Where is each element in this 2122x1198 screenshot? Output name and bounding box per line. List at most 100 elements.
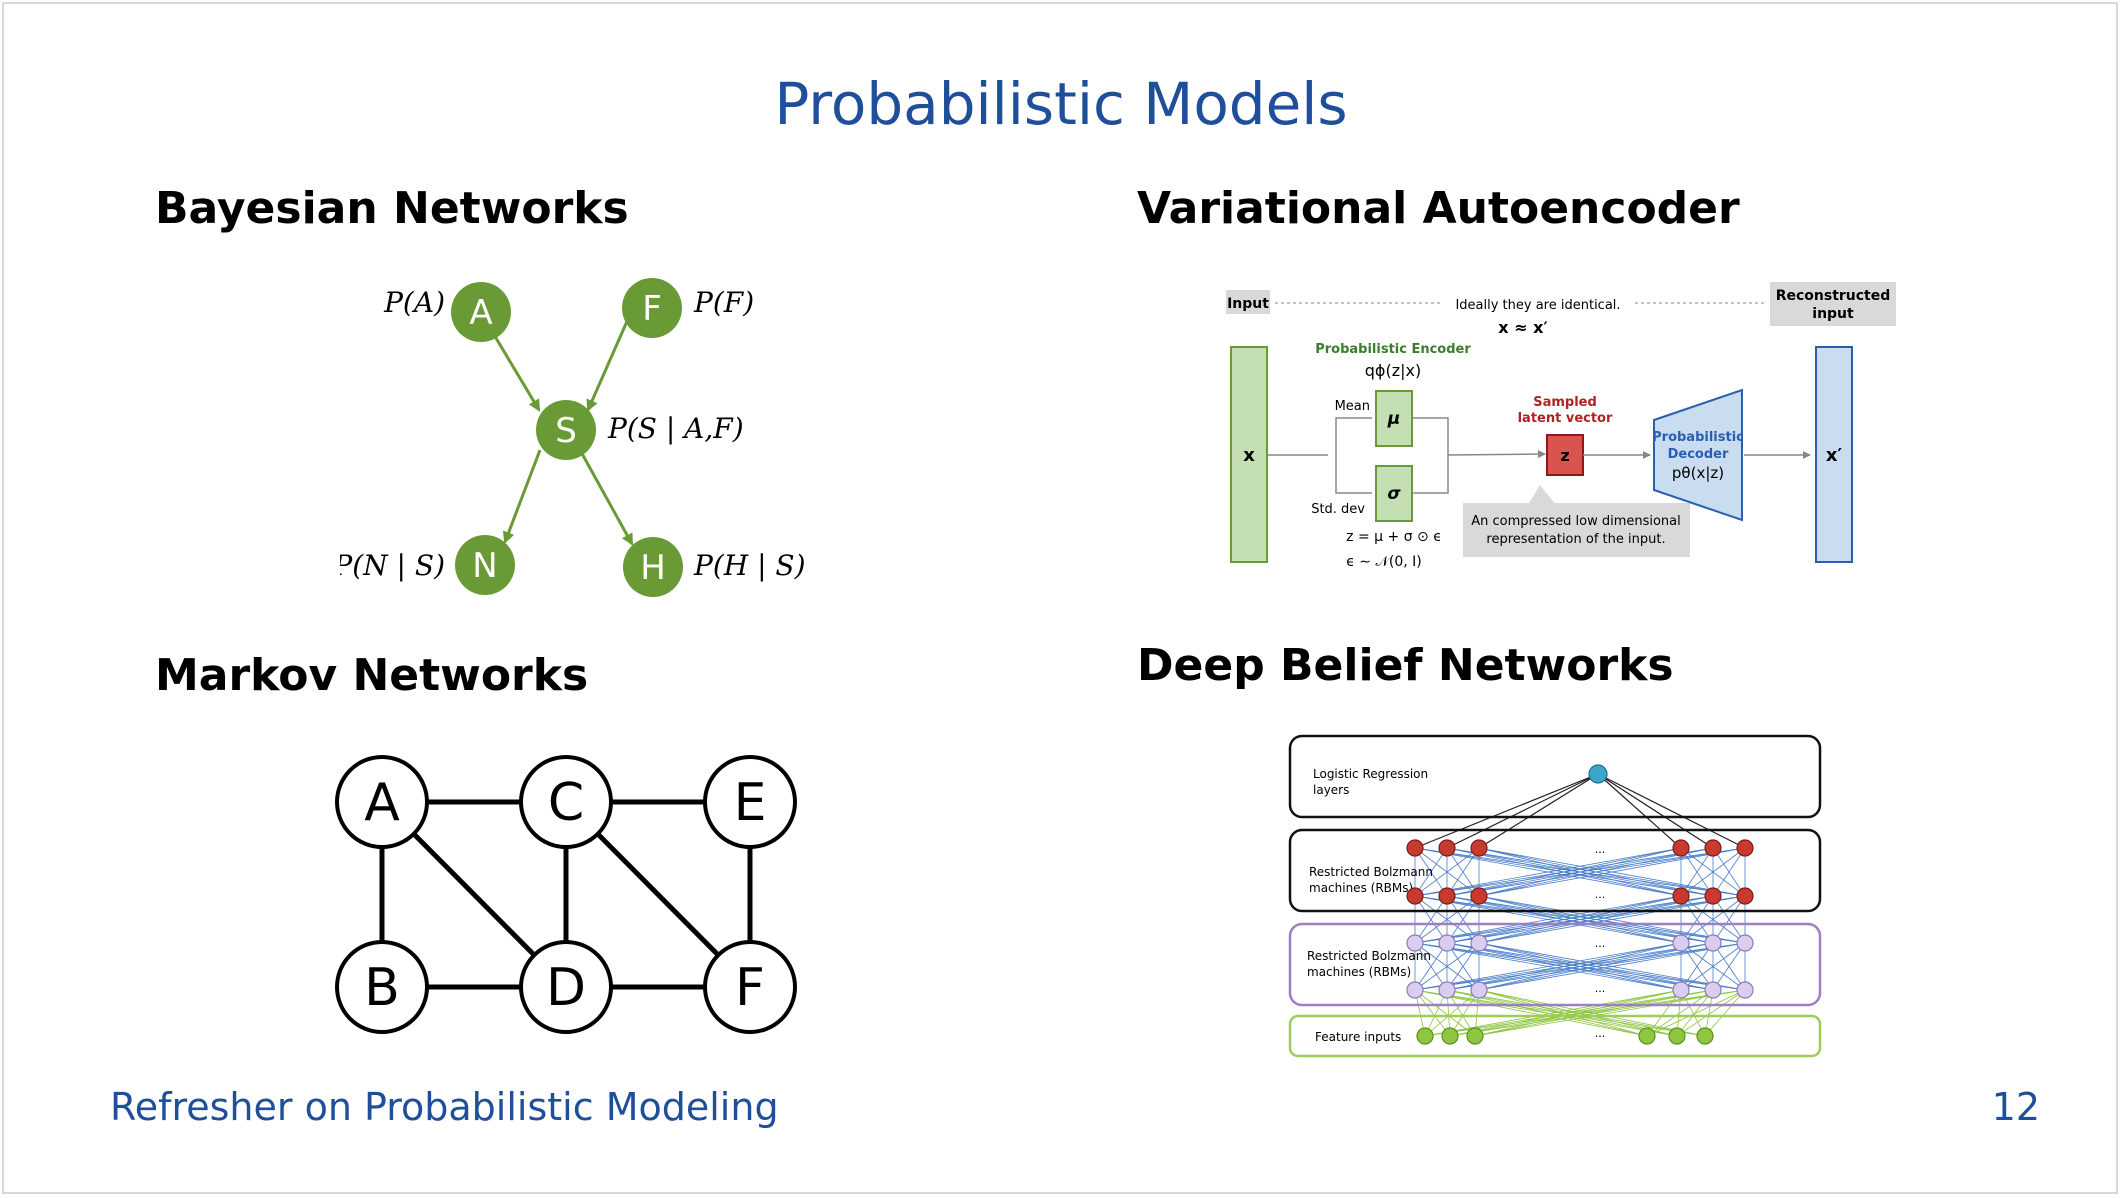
dbn-edge — [1446, 989, 1476, 1037]
sampled-label-2: latent vector — [1518, 411, 1613, 426]
dbn-node-input — [1668, 1027, 1686, 1045]
dbn-node-rbm2-bottom — [1438, 981, 1456, 999]
prob-s: P(S | A,F) — [607, 412, 744, 445]
svg-text:A: A — [469, 293, 492, 333]
std-path — [1335, 455, 1372, 494]
dbn-edge — [1414, 942, 1682, 991]
reparam-eq1: z = μ + σ ⊙ ϵ — [1346, 529, 1442, 545]
latent-z-box: z — [1546, 434, 1584, 476]
svg-text:F: F — [735, 958, 765, 1018]
dbn-edge — [1424, 989, 1682, 1037]
svg-text:N: N — [472, 546, 497, 586]
dbn-node-rbm1-bottom — [1438, 887, 1456, 905]
dbn-label-logistic-2: layers — [1313, 783, 1349, 797]
dbn-node-rbm2-top — [1736, 934, 1754, 952]
dbn-edge — [1680, 942, 1714, 991]
svg-text:μ: μ — [1387, 409, 1401, 429]
dbn-ellipsis-5: ... — [1595, 1027, 1606, 1040]
dbn-node-rbm2-top — [1704, 934, 1722, 952]
dbn-edge — [1446, 942, 1480, 991]
dbn-edge — [1676, 989, 1714, 1037]
dbn-edge — [1446, 989, 1706, 1037]
dbn-label-rbm1-1: Restricted Bolzmann — [1309, 865, 1433, 879]
mn-node-b: B — [335, 940, 429, 1034]
dbn-node-input — [1416, 1027, 1434, 1045]
dbn-edge — [1449, 989, 1714, 1037]
prob-f: P(F) — [693, 286, 754, 319]
dbn-node-rbm1-top — [1672, 839, 1690, 857]
dbn-edge — [1414, 895, 1682, 944]
prob-n: P(N | S) — [340, 549, 445, 582]
dbn-edge — [1414, 895, 1714, 944]
dbn-layer-rbm-2 — [1288, 922, 1822, 1007]
page-number: 12 — [1991, 1085, 2040, 1129]
dbn-edge — [1414, 773, 1599, 849]
dbn-node-output — [1588, 764, 1608, 784]
dbn-edge — [1597, 773, 1746, 849]
dbn-edge — [1478, 847, 1746, 897]
compressed-note-line2: representation of the input. — [1486, 532, 1665, 547]
svg-text:Reconstructed: Reconstructed — [1776, 288, 1891, 304]
dbn-edge — [1424, 989, 1480, 1037]
dbn-edge — [1478, 773, 1599, 849]
dbn-node-rbm2-bottom — [1704, 981, 1722, 999]
dbn-edge — [1414, 847, 1714, 897]
dbn-node-rbm1-top — [1736, 839, 1754, 857]
dbn-edge — [1597, 773, 1714, 849]
dbn-edge — [1478, 895, 1746, 944]
dbn-label-rbm1-2: machines (RBMs) — [1309, 881, 1413, 895]
reparam-eq2: ϵ ∼ 𝒩(0, I) — [1346, 554, 1422, 570]
decoder-block — [1653, 388, 1743, 522]
dbn-label-logistic-1: Logistic Regression — [1313, 767, 1428, 781]
dbn-edge — [1446, 895, 1480, 944]
svg-text:D: D — [546, 958, 586, 1018]
std-out-path — [1406, 455, 1449, 494]
dbn-edge — [1449, 989, 1682, 1037]
dbn-edge — [1414, 942, 1480, 991]
prob-h: P(H | S) — [693, 549, 806, 582]
mean-path — [1335, 417, 1372, 455]
dbn-edge — [1597, 773, 1682, 849]
mean-out-path — [1406, 417, 1449, 455]
vae-input-label: Input — [1226, 290, 1270, 314]
dbn-node-rbm2-bottom — [1736, 981, 1754, 999]
dbn-node-input — [1696, 1027, 1714, 1045]
mu-box: μ — [1375, 390, 1413, 447]
edge-s-n — [502, 449, 542, 544]
dbn-node-rbm1-bottom — [1672, 887, 1690, 905]
decoder-label-2: Decoder — [1668, 447, 1729, 462]
dbn-edge — [1474, 989, 1746, 1037]
dbn-edge — [1712, 847, 1746, 897]
compressed-note: An compressed low dimensional — [1463, 485, 1690, 557]
std-label: Std. dev — [1311, 502, 1365, 517]
svg-text:Input: Input — [1227, 296, 1269, 312]
dbn-node-rbm1-top — [1704, 839, 1722, 857]
dbn-edge — [1449, 989, 1746, 1037]
dbn-ellipsis-3: ... — [1595, 937, 1606, 950]
dbn-label-rbm2-1: Restricted Bolzmann — [1307, 949, 1431, 963]
mn-node-a: A — [335, 755, 429, 849]
dbn-edge — [1414, 847, 1480, 897]
markov-network-diagram: A C E B D F — [335, 755, 797, 1034]
decoder-math: pθ(x|z) — [1672, 464, 1724, 482]
dbn-edge — [1680, 847, 1714, 897]
svg-text:C: C — [548, 773, 584, 833]
identical-note: Ideally they are identical. — [1455, 298, 1620, 313]
dbn-edge — [1680, 847, 1746, 897]
mn-node-d: D — [519, 940, 613, 1034]
dbn-edge — [1446, 773, 1599, 849]
svg-text:H: H — [640, 548, 666, 588]
dbn-edges — [1414, 773, 1746, 1037]
dbn-edge — [1414, 942, 1448, 991]
dbn-nodes — [1406, 764, 1754, 1045]
dbn-edge — [1414, 989, 1648, 1037]
markov-heading: Markov Networks — [155, 650, 589, 701]
svg-text:F: F — [642, 289, 662, 329]
bn-node-h: H — [623, 537, 683, 597]
dbn-node-rbm2-bottom — [1406, 981, 1424, 999]
mn-node-e: E — [703, 755, 797, 849]
dbn-node-input — [1638, 1027, 1656, 1045]
dbn-node-rbm2-top — [1470, 934, 1488, 952]
